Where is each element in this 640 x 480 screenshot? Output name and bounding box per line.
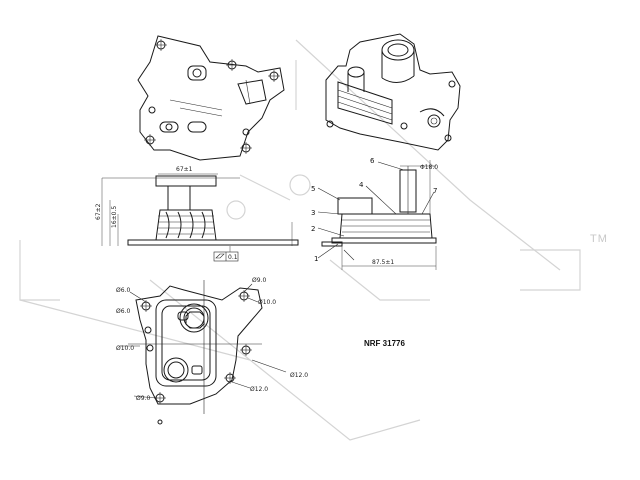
callout-1: 1 <box>314 255 318 263</box>
dim-bottom-4: Ø10.0 <box>116 345 134 352</box>
dim-bottom-5: Ø12.0 <box>290 372 308 379</box>
callout-2: 2 <box>311 225 315 233</box>
dim-bottom-6: Ø12.0 <box>250 386 268 393</box>
dim-bottom-2: Ø9.0 <box>252 277 266 284</box>
callout-4: 4 <box>359 181 364 189</box>
dim-bottom-1: Ø6.0 <box>116 308 130 315</box>
dim-bottom-3: Ø10.0 <box>258 299 276 306</box>
side-elevation-left <box>101 173 299 262</box>
dim-diameter-label: Φ18.0 <box>420 164 438 171</box>
dim-right-width-label: 87.5±1 <box>372 259 394 266</box>
dim-tube-label: 16±0.5 <box>111 206 118 228</box>
callout-3: 3 <box>311 209 315 217</box>
callout-5: 5 <box>311 185 315 193</box>
isometric-view <box>325 33 461 151</box>
bottom-plan-view <box>120 280 287 425</box>
top-plan-view <box>137 35 285 161</box>
side-elevation-right <box>317 160 437 270</box>
callout-6: 6 <box>370 157 375 165</box>
dim-width-label: 67±1 <box>176 166 193 173</box>
flatness-label: 0.1 <box>228 254 238 261</box>
part-number: NRF 31776 <box>364 339 405 348</box>
watermark-text: TM <box>590 233 608 245</box>
callout-7: 7 <box>433 187 437 195</box>
watermark-lines <box>19 39 581 441</box>
dim-bottom-7: Ø9.0 <box>136 395 150 402</box>
dim-front-a: Ø6.0 <box>116 287 130 294</box>
dim-height-label: 67±2 <box>95 203 102 220</box>
